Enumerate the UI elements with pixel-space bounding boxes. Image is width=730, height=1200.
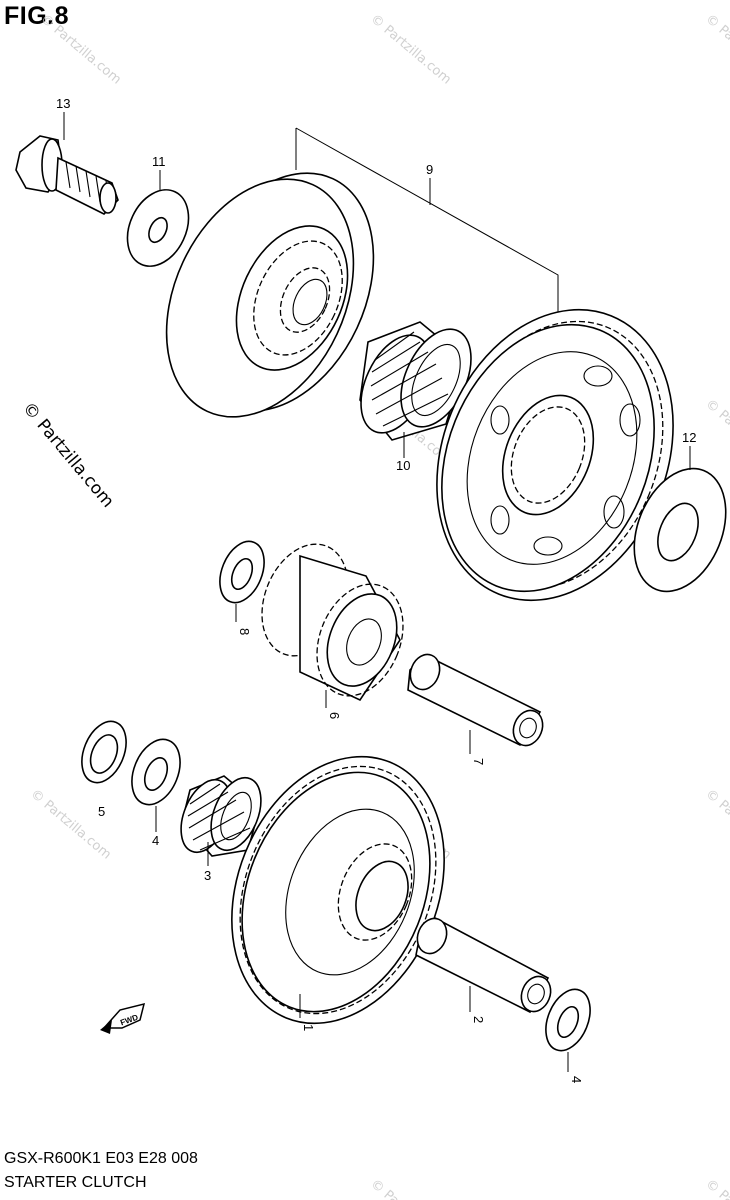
callout-13: 13 <box>56 96 70 111</box>
callout-5: 5 <box>98 804 105 819</box>
part-9-driven-gear[interactable] <box>395 274 715 636</box>
callout-12: 12 <box>682 430 696 445</box>
part-9-clutch-housing[interactable] <box>130 143 410 447</box>
watermark-text: © Partzilla.com <box>367 12 453 88</box>
part-6-idle-gear[interactable] <box>246 531 419 709</box>
part-1-clutch-gear[interactable] <box>194 725 483 1056</box>
callout-8: 8 <box>237 628 252 635</box>
callout-11: 11 <box>152 154 166 169</box>
callout-10: 10 <box>396 458 410 473</box>
watermark-text: © Partzilla.com <box>27 787 113 863</box>
figure-title: FIG.8 <box>4 2 70 30</box>
watermark-main: © Partzilla.com <box>18 398 118 511</box>
part-12-washer[interactable] <box>617 455 730 605</box>
callout-1: 1 <box>301 1024 316 1031</box>
watermark-text: © Partzilla.com <box>702 12 730 88</box>
callout-labels: 13 11 9 12 10 8 6 7 5 4 3 1 2 4 <box>56 96 696 1083</box>
callout-4a: 4 <box>152 833 159 848</box>
part-9-bracket <box>295 127 559 312</box>
watermark-text: © Partzilla.com <box>37 12 123 88</box>
callout-6: 6 <box>327 712 342 719</box>
callout-4b: 4 <box>569 1076 584 1083</box>
watermark-text: © Partzilla.com <box>702 397 730 473</box>
part-2-shaft[interactable] <box>412 914 555 1016</box>
model-code: GSX-R600K1 E03 E28 008 <box>4 1150 198 1167</box>
callout-2: 2 <box>471 1016 486 1023</box>
callout-7: 7 <box>471 758 486 765</box>
watermark-text: © Partzilla.com <box>702 787 730 863</box>
section-name: STARTER CLUTCH <box>4 1174 147 1191</box>
part-11-washer[interactable] <box>116 180 201 276</box>
watermark-text: © Partzilla.com <box>702 1177 730 1200</box>
watermark-text: © Partzilla.com <box>367 1177 453 1200</box>
part-13-bolt[interactable] <box>15 135 119 215</box>
part-7-shaft[interactable] <box>405 650 547 750</box>
part-10-needle-bearing[interactable] <box>347 318 485 444</box>
part-5-shim[interactable] <box>73 715 134 789</box>
part-8-washer[interactable] <box>211 535 272 609</box>
callout-9: 9 <box>426 162 433 177</box>
part-4-washer-upper[interactable] <box>123 732 189 812</box>
part-3-needle-bearing[interactable] <box>171 771 270 860</box>
fwd-arrow-icon: FWD <box>100 1002 146 1034</box>
leader-lines <box>63 112 691 1072</box>
part-4-washer-lower[interactable] <box>537 983 598 1057</box>
callout-3: 3 <box>204 868 211 883</box>
